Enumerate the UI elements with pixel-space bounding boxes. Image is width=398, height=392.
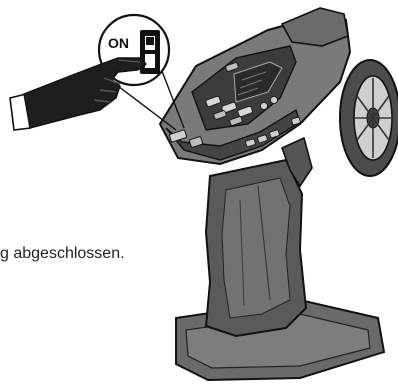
rc-transmitter-icon (160, 8, 398, 380)
power-switch-icon (140, 30, 160, 74)
pointing-hand-icon (10, 58, 146, 130)
steering-wheel-icon (340, 60, 398, 176)
switch-on-label: ON (108, 35, 129, 51)
caption-text: g abgeschlossen. (0, 245, 125, 263)
